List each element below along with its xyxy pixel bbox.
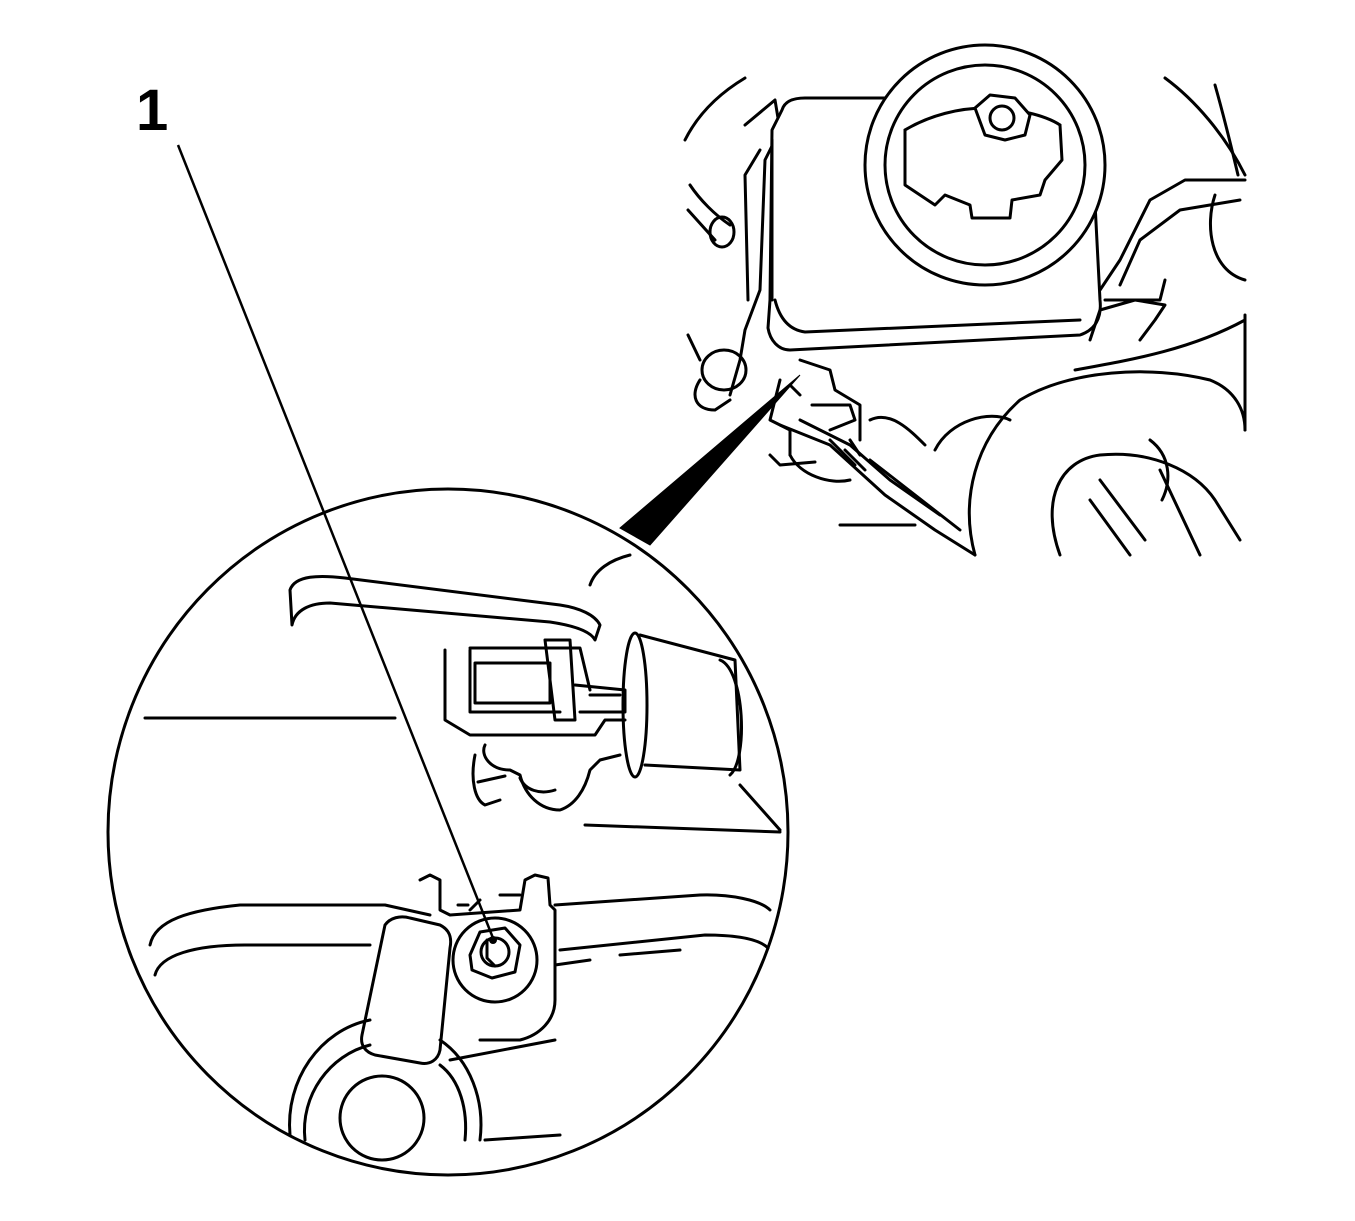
overview-view bbox=[683, 43, 1247, 557]
magnifier-leader bbox=[619, 374, 801, 546]
detail-view bbox=[106, 487, 790, 1177]
mounting-nut bbox=[451, 916, 539, 1004]
reservoir-cap bbox=[863, 43, 1107, 287]
callout-1-target-dot bbox=[489, 936, 497, 944]
callout-number-1: 1 bbox=[136, 78, 169, 143]
callout-1-leader bbox=[176, 144, 495, 939]
